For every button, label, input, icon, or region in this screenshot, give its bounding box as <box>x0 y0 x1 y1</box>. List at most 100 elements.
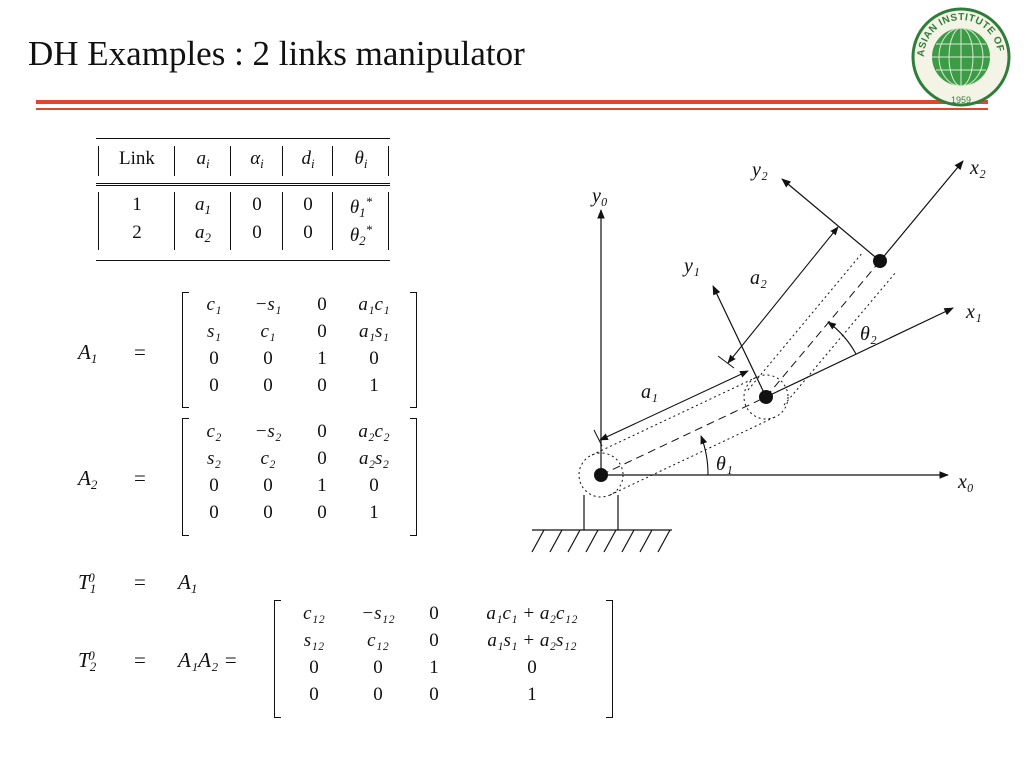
table-header-d: di <box>301 148 315 171</box>
table-cell-theta: θ2* <box>349 222 373 248</box>
matrix-cell: 0 <box>309 657 319 678</box>
x1-axis <box>765 307 954 398</box>
base-pedestal <box>583 495 619 530</box>
table-sep <box>282 192 283 250</box>
matrix-cell: c₂ <box>260 448 276 469</box>
table-cell-alpha: 0 <box>252 194 262 215</box>
matrix-cell: a₁s₁ <box>358 321 390 342</box>
matrix-cell: a₂s₂ <box>358 448 390 469</box>
table-header-rule-2 <box>96 185 390 186</box>
a2-dimension <box>727 226 839 364</box>
matrix-bracket-right <box>410 418 417 536</box>
matrix-cell: 0 <box>373 657 383 678</box>
matrix-cell: c₁ <box>260 321 276 342</box>
t20-lhs: T20 <box>78 648 97 674</box>
matrix-cell: a₂c₂ <box>358 421 390 442</box>
table-sep <box>174 146 175 176</box>
matrix-cell: −s₂ <box>254 421 282 442</box>
matrix-cell: 0 <box>317 502 327 523</box>
table-cell-alpha: 0 <box>252 222 262 243</box>
matrix-cell: 1 <box>369 375 379 396</box>
matrix-cell: c₂ <box>206 421 222 442</box>
equals-sign: = <box>134 340 146 364</box>
table-header-a: ai <box>196 148 210 171</box>
table-sep <box>388 192 389 250</box>
table-cell-theta: θ1* <box>349 194 373 220</box>
matrix-cell: −s₁ <box>254 294 282 315</box>
matrix-cell: 0 <box>209 475 219 496</box>
matrix-cell: 0 <box>263 475 273 496</box>
matrix-cell: 0 <box>429 684 439 705</box>
a2-tick <box>717 355 735 369</box>
matrix-cell: 0 <box>209 375 219 396</box>
matrix-cell: a₁c₁ + a₂c₁₂ <box>486 603 578 624</box>
matrix-cell: 1 <box>317 348 327 369</box>
title-rule-thick <box>36 100 988 104</box>
table-cell-link: 2 <box>132 222 142 243</box>
joint-0 <box>594 468 608 482</box>
matrix-cell: 0 <box>209 348 219 369</box>
a1-tick <box>593 429 603 447</box>
table-cell-link: 1 <box>132 194 142 215</box>
matrix-cell: 0 <box>309 684 319 705</box>
matrix-cell: 0 <box>429 630 439 651</box>
table-sep <box>332 192 333 250</box>
matrix-cell: 1 <box>429 657 439 678</box>
y2-axis <box>781 178 881 262</box>
theta2-arc <box>827 321 857 355</box>
table-top-rule <box>96 138 390 139</box>
matrix-cell: 1 <box>527 684 537 705</box>
label-x0: x₀ <box>957 471 974 493</box>
end-effector <box>873 254 887 268</box>
a1-dimension <box>599 370 749 441</box>
matrix-cell: c₁ <box>206 294 222 315</box>
matrix-cell: 0 <box>263 375 273 396</box>
link-2 <box>747 251 897 406</box>
matrix-cell: 0 <box>527 657 537 678</box>
ground-hatching <box>531 529 672 553</box>
table-sep <box>98 146 99 176</box>
matrix-cell: 0 <box>263 348 273 369</box>
table-header-alpha: αi <box>250 148 264 171</box>
t10-rhs: A1 <box>178 570 198 596</box>
equals-sign: = <box>134 648 146 672</box>
matrix-bracket-left <box>274 600 281 718</box>
matrix-bracket-left <box>182 418 189 536</box>
label-y2: y₂ <box>750 159 768 181</box>
link-1-centerline <box>600 396 767 476</box>
slide-title: DH Examples : 2 links manipulator <box>28 34 525 73</box>
label-x1: x₁ <box>965 301 982 323</box>
matrix-cell: 1 <box>317 475 327 496</box>
y1-axis <box>712 285 767 398</box>
a1-label: A1 <box>78 340 98 366</box>
table-header-link: Link <box>119 148 155 169</box>
matrix-cell: s₁₂ <box>303 630 325 651</box>
equals-sign: = <box>134 466 146 490</box>
label-theta1: θ₁ <box>716 453 733 475</box>
institute-logo: ASIAN INSTITUTE OF TECHNOLOGY 1959 <box>910 6 1011 107</box>
logo-year: 1959 <box>951 95 971 105</box>
matrix-cell: c₁₂ <box>303 603 325 624</box>
matrix-cell: 0 <box>369 475 379 496</box>
matrix-cell: 1 <box>369 502 379 523</box>
table-sep <box>230 146 231 176</box>
matrix-cell: 0 <box>317 421 327 442</box>
matrix-cell: 0 <box>317 448 327 469</box>
label-a1: a₁ <box>641 381 658 403</box>
matrix-cell: s₂ <box>207 448 221 469</box>
table-sep <box>388 146 389 176</box>
manipulator-diagram: y₀ x₀ y₁ x₁ y₂ x₂ a₁ a₂ θ₁ θ₂ <box>531 157 986 553</box>
matrix-cell: c₁₂ <box>367 630 389 651</box>
matrix-cell: 0 <box>209 502 219 523</box>
equals-sign: = <box>134 570 146 594</box>
table-cell-a: a1 <box>195 194 211 217</box>
matrix-cell: 0 <box>369 348 379 369</box>
t20-rhs: A₁A₂ = <box>178 648 238 672</box>
table-bottom-rule <box>96 260 390 261</box>
table-sep <box>282 146 283 176</box>
matrix-cell: a₁c₁ <box>358 294 390 315</box>
matrix-bracket-right <box>606 600 613 718</box>
table-header-theta: θi <box>354 148 368 171</box>
title-rule-thin <box>36 108 988 110</box>
table-sep <box>98 192 99 250</box>
